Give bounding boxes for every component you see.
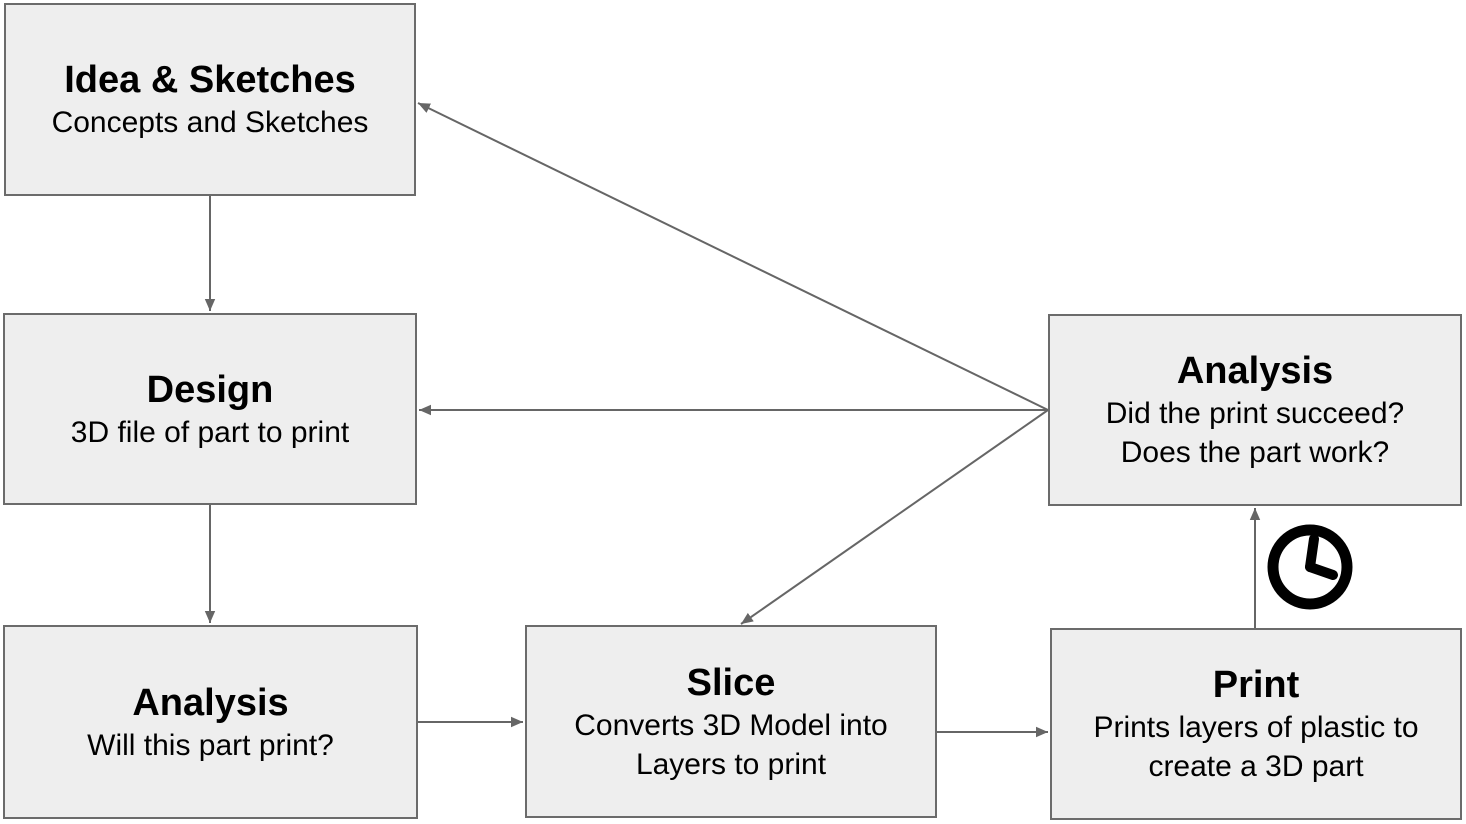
node-analysis-post-print: Analysis Did the print succeed? Does the… — [1048, 314, 1462, 506]
node-title: Analysis — [1176, 350, 1334, 392]
node-title: Print — [1212, 664, 1300, 706]
node-subtitle: Will this part print? — [87, 728, 334, 762]
node-print: Print Prints layers of plastic to create… — [1050, 628, 1462, 820]
arrow-analysis-to-slice2 — [740, 409, 1049, 625]
node-analysis-pre-print: Analysis Will this part print? — [3, 625, 418, 819]
node-subtitle: 3D file of part to print — [70, 415, 350, 449]
node-subtitle: Prints layers of plastic to create a 3D … — [1093, 711, 1419, 783]
node-title: Slice — [686, 661, 776, 704]
node-subtitle: Converts 3D Model into Layers to print — [574, 708, 888, 781]
node-title: Analysis — [132, 681, 289, 724]
node-subtitle: Concepts and Sketches — [51, 106, 369, 139]
clock-icon — [1267, 524, 1353, 610]
node-title: Idea & Sketches — [64, 59, 356, 101]
node-slice: Slice Converts 3D Model into Layers to p… — [525, 625, 937, 818]
node-idea-sketches: Idea & Sketches Concepts and Sketches — [4, 3, 416, 196]
node-title: Design — [146, 368, 274, 411]
arrow-analysis-to-idea — [417, 102, 1049, 411]
node-design: Design 3D file of part to print — [3, 313, 417, 505]
node-subtitle: Did the print succeed? Does the part wor… — [1105, 397, 1405, 469]
